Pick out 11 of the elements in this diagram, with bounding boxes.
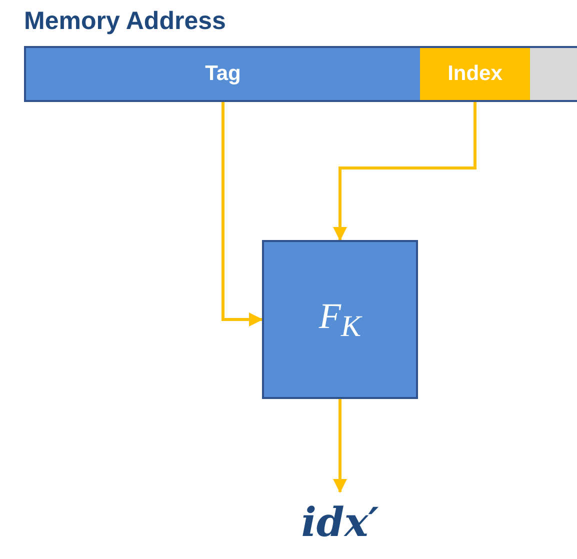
function-box [262, 240, 418, 399]
arrow [222, 100, 263, 326]
unused-field [530, 48, 577, 100]
address-bar [24, 46, 577, 102]
tag-field: Tag [26, 48, 420, 100]
index-field: Index [420, 48, 530, 100]
function-label: F$_{K}$ [318, 294, 361, 344]
arrow [333, 100, 476, 241]
arrow [333, 399, 347, 493]
output-label: idx′ [301, 503, 379, 543]
heading: Memory Address [24, 6, 226, 37]
